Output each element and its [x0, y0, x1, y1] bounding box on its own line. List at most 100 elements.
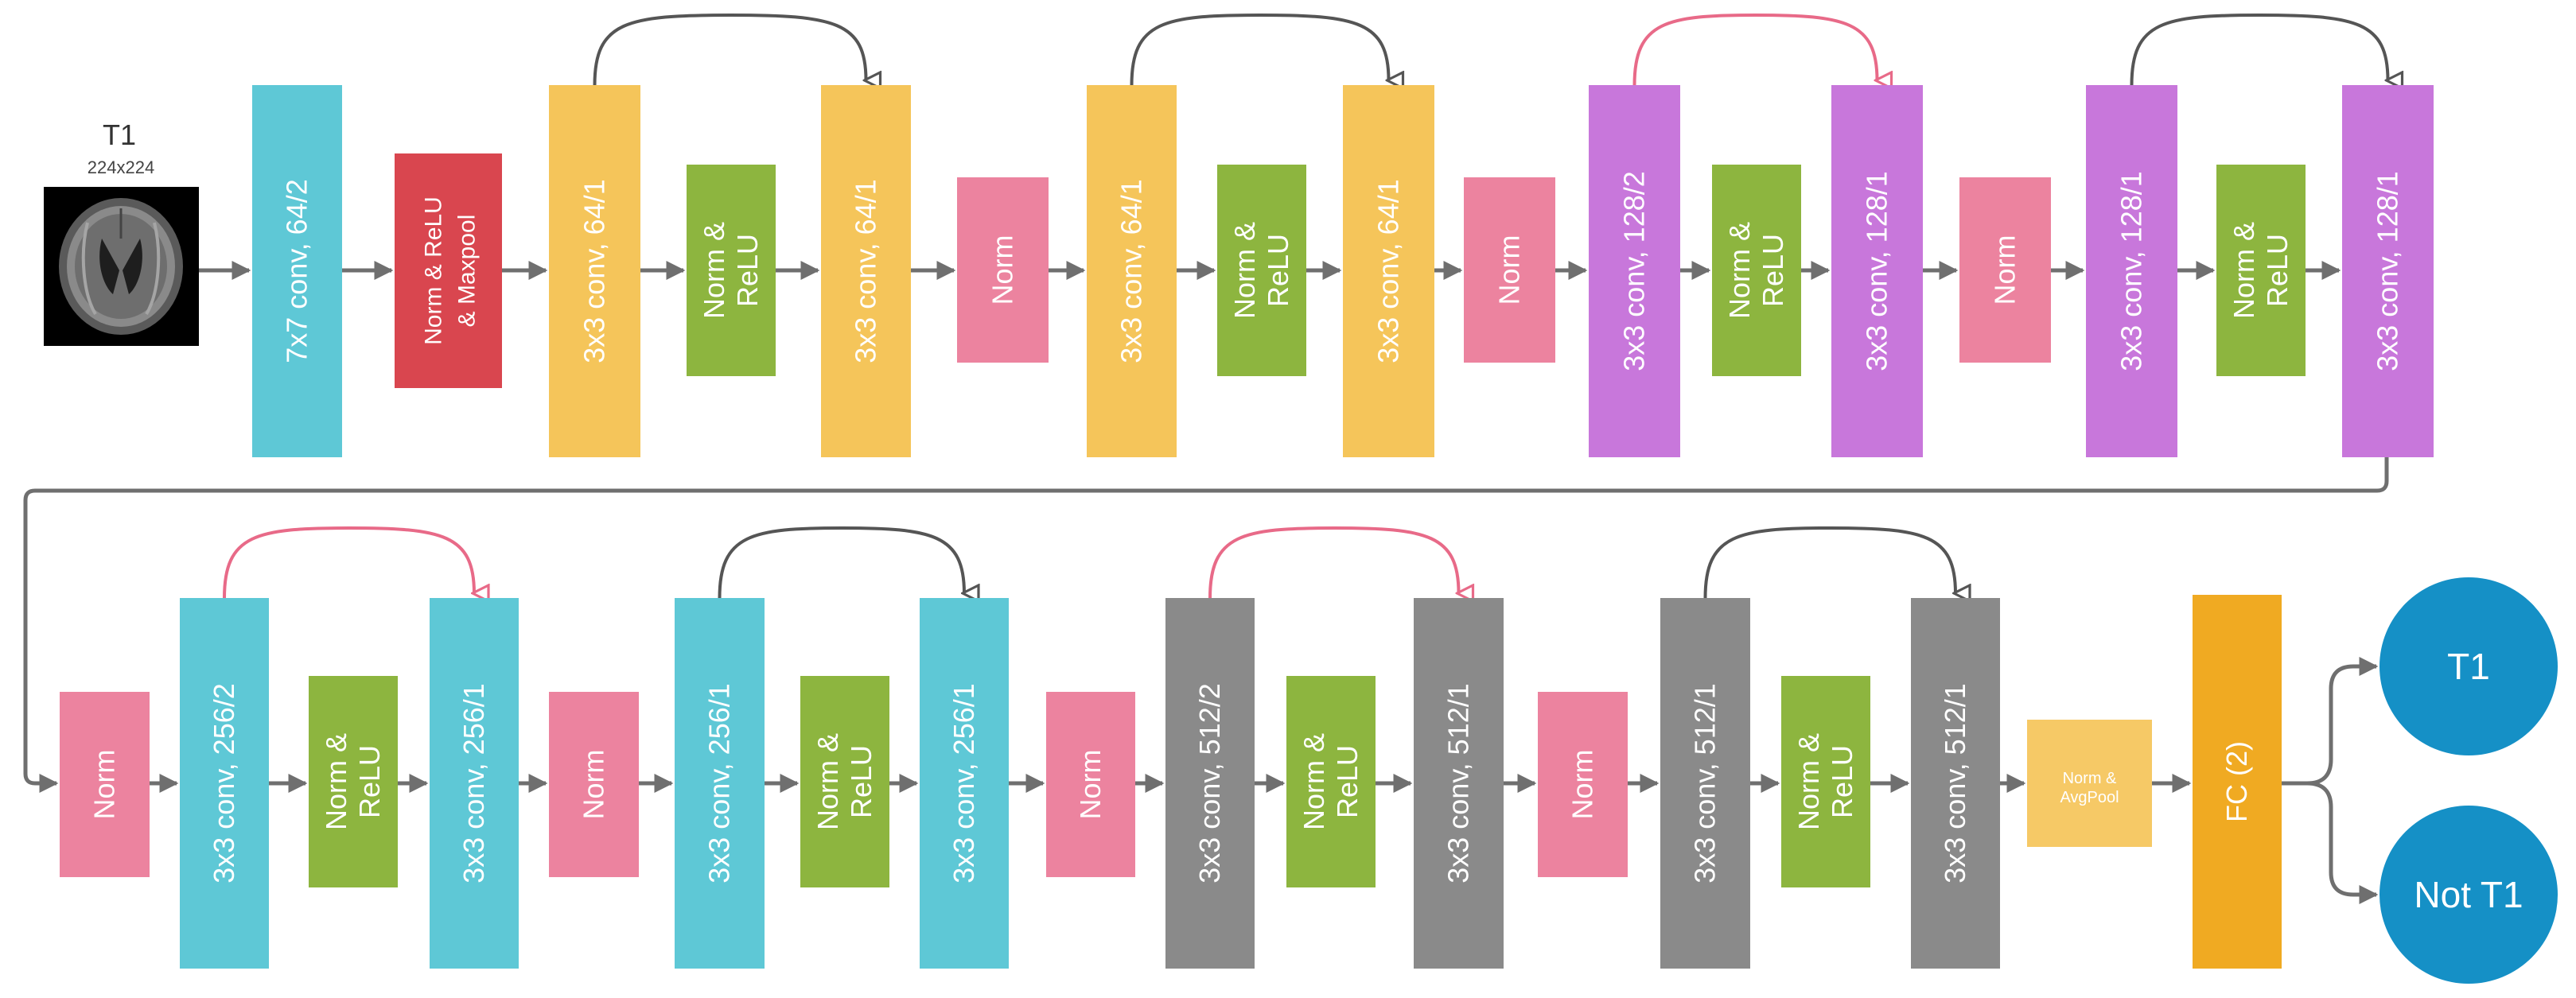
row1-block-label: 7x7 conv, 64/2	[281, 179, 313, 363]
output-label: Not T1	[2414, 874, 2523, 915]
row1-block-label: 3x3 conv, 128/1	[1861, 171, 1893, 371]
row2-block-3x3-conv-256-2: 3x3 conv, 256/2	[180, 598, 269, 969]
row1-block-norm-relu-maxpool: Norm & ReLU& Maxpool	[395, 153, 502, 388]
row1-block-rect	[1343, 85, 1434, 457]
row2-block-3x3-conv-512-1: 3x3 conv, 512/1	[1911, 598, 2000, 969]
arrow-fc-to-t1	[2282, 657, 2379, 786]
row2-block-label: Norm &ReLU	[320, 733, 386, 830]
row1-block-rect	[2216, 165, 2306, 376]
row1-block-rect	[395, 153, 502, 388]
row1-block-rect	[1087, 85, 1177, 457]
row2-block-label: 3x3 conv, 512/1	[1939, 683, 1971, 883]
row1-block-rect	[687, 165, 776, 376]
row1-block-norm: Norm	[957, 177, 1049, 363]
row2-block-label: 3x3 conv, 256/1	[703, 683, 736, 883]
row1-block-label: Norm &ReLU	[1723, 222, 1789, 319]
row2-block-label: FC (2)	[2220, 741, 2253, 822]
row2-block-rect	[920, 598, 1009, 969]
row2-block-label: Norm	[578, 750, 610, 820]
skip-connection-arc	[1632, 13, 1878, 85]
row2-block-rect	[675, 598, 765, 969]
row1-block-3x3-conv-64-1: 3x3 conv, 64/1	[1087, 85, 1177, 457]
row1-block-label: 3x3 conv, 128/2	[1618, 171, 1651, 371]
row1-block-label: Norm	[986, 235, 1019, 305]
row1-block-rect	[2086, 85, 2177, 457]
row2-block-label: Norm	[1566, 750, 1599, 820]
row1-block-label: 3x3 conv, 64/1	[850, 179, 882, 363]
row2-block-rect	[1911, 598, 2000, 969]
row1-block-label: Norm &ReLU	[1228, 222, 1294, 319]
row1-block-label: 3x3 conv, 64/1	[578, 179, 611, 363]
row2-block-rect	[1660, 598, 1750, 969]
row1-block-rect	[1464, 177, 1555, 363]
row1-block-label: Norm	[1493, 235, 1526, 305]
input-size: 224x224	[88, 157, 154, 177]
row2-block-rect	[180, 598, 269, 969]
row2-block-norm: Norm	[1538, 692, 1628, 877]
row1-block-rect	[957, 177, 1049, 363]
row2-block-rect	[60, 692, 150, 877]
row2-block-label: Norm	[1074, 750, 1107, 820]
skip-connection-arc	[1130, 13, 1389, 85]
row2-block-label: Norm &AvgPool	[2060, 770, 2119, 806]
row1-block-3x3-conv-128-1: 3x3 conv, 128/1	[2342, 85, 2434, 457]
row2-block-label: 3x3 conv, 256/2	[208, 683, 240, 883]
row1-block-label: Norm &ReLU	[698, 222, 764, 319]
row2-block-rect	[1538, 692, 1628, 877]
row1-block-label: Norm & ReLU& Maxpool	[421, 196, 481, 345]
row1-block-label: 3x3 conv, 128/1	[2372, 171, 2404, 371]
brain-mri-thumbnail	[44, 187, 199, 346]
input-block: T1 224x224	[44, 118, 199, 346]
row2-block-rect	[1286, 676, 1376, 887]
skip-connection-arc	[2130, 13, 2388, 85]
row2-block-rect	[430, 598, 519, 969]
row2-block-norm-relu: Norm &ReLU	[309, 676, 398, 887]
row1-block-7x7-conv-64-2: 7x7 conv, 64/2	[252, 85, 342, 457]
row2-block-rect	[309, 676, 398, 887]
row2-block-rect	[1781, 676, 1870, 887]
row2-block-3x3-conv-256-1: 3x3 conv, 256/1	[430, 598, 519, 969]
row1-block-norm: Norm	[1464, 177, 1555, 363]
skip-connection-arc	[1208, 526, 1459, 598]
row2-block-label: 3x3 conv, 256/1	[457, 683, 490, 883]
row1-block-rect	[821, 85, 911, 457]
skip-connection-arc	[1703, 526, 1956, 598]
output-label: T1	[2447, 646, 2490, 687]
row1-block-rect	[1589, 85, 1680, 457]
connector-arrows	[23, 261, 2389, 904]
row-1-layers: 7x7 conv, 64/2 Norm & ReLU& Maxpool 3x3 co…	[252, 85, 2434, 457]
skip-connection-arc	[223, 526, 474, 598]
row-wrap-connector	[23, 457, 2389, 793]
row1-block-label: 3x3 conv, 64/1	[1115, 179, 1148, 363]
row2-block-label: 3x3 conv, 256/1	[948, 683, 980, 883]
skip-connection-arc	[718, 526, 965, 598]
row2-block-label: 3x3 conv, 512/1	[1689, 683, 1722, 883]
row1-block-rect	[2342, 85, 2434, 457]
row1-block-label: 3x3 conv, 64/1	[1372, 179, 1405, 363]
row1-block-rect	[252, 85, 342, 457]
row1-block-rect	[549, 85, 640, 457]
row2-block-fc-2: FC (2)	[2193, 595, 2282, 969]
row2-block-norm-relu: Norm &ReLU	[1286, 676, 1376, 887]
row1-block-rect	[1959, 177, 2051, 363]
row2-block-norm: Norm	[549, 692, 639, 877]
row1-block-3x3-conv-128-1: 3x3 conv, 128/1	[2086, 85, 2177, 457]
skip-connection-arc	[593, 13, 866, 85]
row2-block-3x3-conv-512-2: 3x3 conv, 512/2	[1165, 598, 1255, 969]
row2-block-norm-relu: Norm &ReLU	[800, 676, 889, 887]
row1-block-3x3-conv-64-1: 3x3 conv, 64/1	[1343, 85, 1434, 457]
row1-block-norm: Norm	[1959, 177, 2051, 363]
input-title: T1	[103, 118, 136, 151]
arrow-fc-to-not-t1	[2306, 781, 2379, 904]
row2-block-3x3-conv-256-1: 3x3 conv, 256/1	[675, 598, 765, 969]
row1-block-3x3-conv-64-1: 3x3 conv, 64/1	[821, 85, 911, 457]
row2-block-norm: Norm	[60, 692, 150, 877]
row-2-layers: Norm 3x3 conv, 256/2 Norm &ReLU 3x3 conv, 2…	[60, 595, 2282, 969]
row1-block-norm-relu: Norm &ReLU	[687, 165, 776, 376]
row2-block-rect	[1414, 598, 1504, 969]
row1-block-norm-relu: Norm &ReLU	[1217, 165, 1306, 376]
output-circle	[2379, 806, 2558, 984]
skip-connections	[223, 13, 2388, 598]
output-not-t1: Not T1	[2379, 806, 2558, 984]
